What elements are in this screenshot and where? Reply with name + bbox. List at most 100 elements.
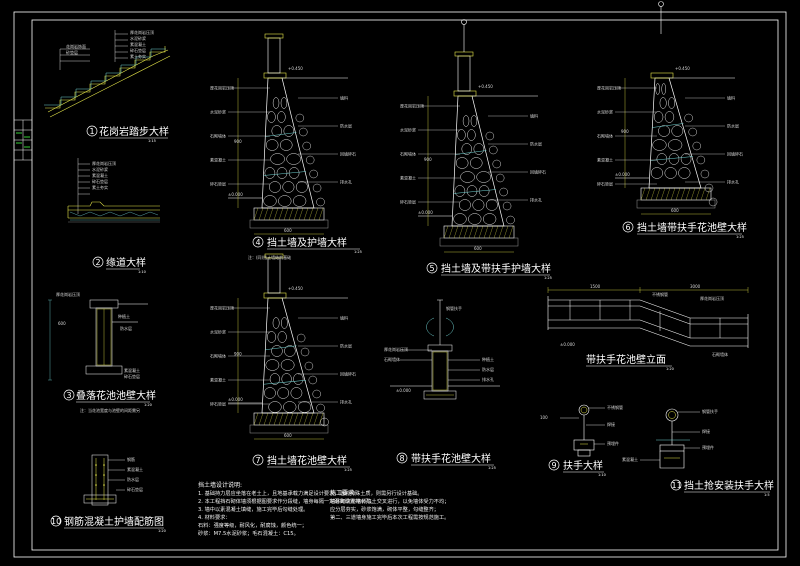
foundation-hatch <box>308 412 314 426</box>
foundation-hatch <box>293 412 299 426</box>
rubble-stone <box>460 171 475 183</box>
notes-heading: 挡土墙设计说明: <box>198 481 242 489</box>
label-curb-gravel: 碎石垫层 <box>92 178 108 184</box>
backfill-gravel <box>489 145 498 155</box>
scale-retaining-guard: 1:25 <box>354 250 362 254</box>
rubble-stone <box>680 153 692 165</box>
rubble-stone <box>265 359 280 371</box>
label-he-d1: 1500 <box>590 284 601 289</box>
foundation-hatch <box>458 225 464 239</box>
label-elev: ±0.000 <box>228 397 243 402</box>
backfill-gravel <box>502 201 512 211</box>
foundation-hatch <box>318 207 324 221</box>
rubble-stone <box>293 373 304 385</box>
rubble-stone <box>472 199 485 211</box>
foundation-hatch <box>448 225 454 239</box>
design-notes: 挡土墙设计说明: 1. 基础持力层应坐落在老土上，且地基承载力满足设计要求，遇到… <box>198 481 449 537</box>
label-wall-right: 防水层 <box>340 343 352 349</box>
rubble-stone <box>281 373 292 385</box>
rubble-stone <box>454 185 466 197</box>
rail-tube <box>658 1 664 7</box>
rubble-stone <box>476 171 491 183</box>
rubble-stone <box>271 345 283 357</box>
rubble-stone <box>652 139 667 151</box>
foundation-hatch <box>283 207 289 221</box>
label-dim: 900 <box>234 352 242 357</box>
foundation-hatch <box>650 187 656 201</box>
label-he-stone: 石砌墙体 <box>712 351 728 357</box>
number-rc-wall: 10 <box>51 517 61 526</box>
label-ri-concrete: 素混凝土 <box>622 456 638 462</box>
title-retaining-handrail-guard: 挡土墙及带扶手护墙大样 <box>441 262 551 275</box>
rubble-stone <box>269 373 280 385</box>
title-granite-steps: 花岗岩踏步大样 <box>99 125 169 138</box>
label-wall-left: 素混凝土 <box>210 157 226 163</box>
scale-curb: 1:10 <box>138 270 146 274</box>
foundation-hatch <box>463 225 469 239</box>
number-retaining-guard: 4 <box>256 238 261 247</box>
rubble-stone <box>455 157 469 169</box>
label-wall-right: 填料 <box>340 95 348 101</box>
label-elev: +0.450 <box>288 286 303 291</box>
rubble-stone <box>286 153 301 165</box>
number-tiered-planter: 3 <box>67 391 72 400</box>
label-wall-right: 填料 <box>727 95 735 101</box>
scale-retaining-handrail-guard: 1:25 <box>544 276 552 280</box>
number-curb: 2 <box>96 258 101 267</box>
label-wall-left: 厚花岗岩压顶 <box>597 85 621 91</box>
label-elev: ±0.000 <box>228 192 243 197</box>
wall-coping <box>650 72 674 79</box>
foundation-hatch <box>293 207 299 221</box>
rubble-stone <box>461 143 473 155</box>
foundation-hatch <box>273 207 279 221</box>
label-rc-concrete: 素混凝土 <box>127 466 143 472</box>
foundation-hatch <box>263 207 269 221</box>
foundation-hatch <box>278 412 284 426</box>
title-retaining-handrail-planter: 挡土墙带扶手花池壁大样 <box>637 221 747 234</box>
drawing-retaining-handrail-planter: 填料防水层回填碎石排水孔厚花岗岩压顶水泥砂浆石砌墙体素混凝土碎石垫层±0.000… <box>597 1 743 215</box>
label-ri-weld: 焊接 <box>702 428 710 434</box>
label-tp-coping: 厚花岗岩压顶 <box>56 291 80 297</box>
backfill-gravel <box>304 361 314 371</box>
rubble-stone <box>659 97 667 109</box>
label-curb-mortar: 水泥砂浆 <box>92 166 108 172</box>
label-coping: 厚花岗岩压顶 <box>130 29 154 35</box>
rubble-stone <box>265 139 279 151</box>
label-dim: 900 <box>234 139 242 144</box>
label-dim: 900 <box>621 129 629 134</box>
foundation-hatch <box>308 207 314 221</box>
drain-pipe <box>453 189 497 194</box>
label-hp-coping: 厚花岗岩压顶 <box>384 346 408 352</box>
backfill-gravel <box>320 417 329 427</box>
drawing-retaining-rail-install: 钢管扶手 焊接 预埋件 素混凝土 11 挡土抢安装扶手大样 1:5 <box>622 408 774 497</box>
foundation-hatch <box>483 225 489 239</box>
title-block-7: 7 挡土墙花池壁大样 1:25 <box>252 454 352 472</box>
label-dim: 900 <box>424 157 432 162</box>
rubble-stone <box>280 97 288 109</box>
foundation-hatch <box>670 187 676 201</box>
foundation-hatch <box>318 412 324 426</box>
label-elev: ±0.000 <box>418 210 433 215</box>
rubble-stone <box>470 115 478 127</box>
foundation-hatch <box>705 187 711 201</box>
foundation-hatch <box>253 207 259 221</box>
sheet-border <box>13 11 787 558</box>
rubble-stone <box>468 213 482 225</box>
label-tp-d1: 600 <box>58 321 66 326</box>
label-cement-mortar: 水泥砂浆 <box>130 35 146 41</box>
foundation-hatch <box>488 225 494 239</box>
rubble-stone <box>655 83 660 95</box>
notes-line-1: 1. 基础持力层应坐落在老土上，且地基承载力满足设计要求，遇到特殊土质，则需另行… <box>198 489 422 497</box>
label-hp-stone: 石砌墙体 <box>384 356 400 362</box>
label-hp-pipe: 钢管扶手 <box>446 305 462 311</box>
foundation-hatch <box>680 187 686 201</box>
foundation-hatch <box>493 225 499 239</box>
rubble-stone <box>658 125 670 137</box>
label-curb-concrete: 素混凝土 <box>92 172 108 178</box>
notes2-line-1: 墙体砌筑与墙背填土交叉进行，以免墙体受力不均； <box>330 497 449 505</box>
foundation-hatch <box>258 412 264 426</box>
rubble-stone <box>482 213 497 225</box>
notes2-line-3: 第二、三道墙身施工完毕后本次工程需按规范施工。 <box>330 513 449 521</box>
label-hp-waterproof: 防水层 <box>482 366 494 372</box>
label-wall-left: 水泥砂浆 <box>210 109 226 115</box>
